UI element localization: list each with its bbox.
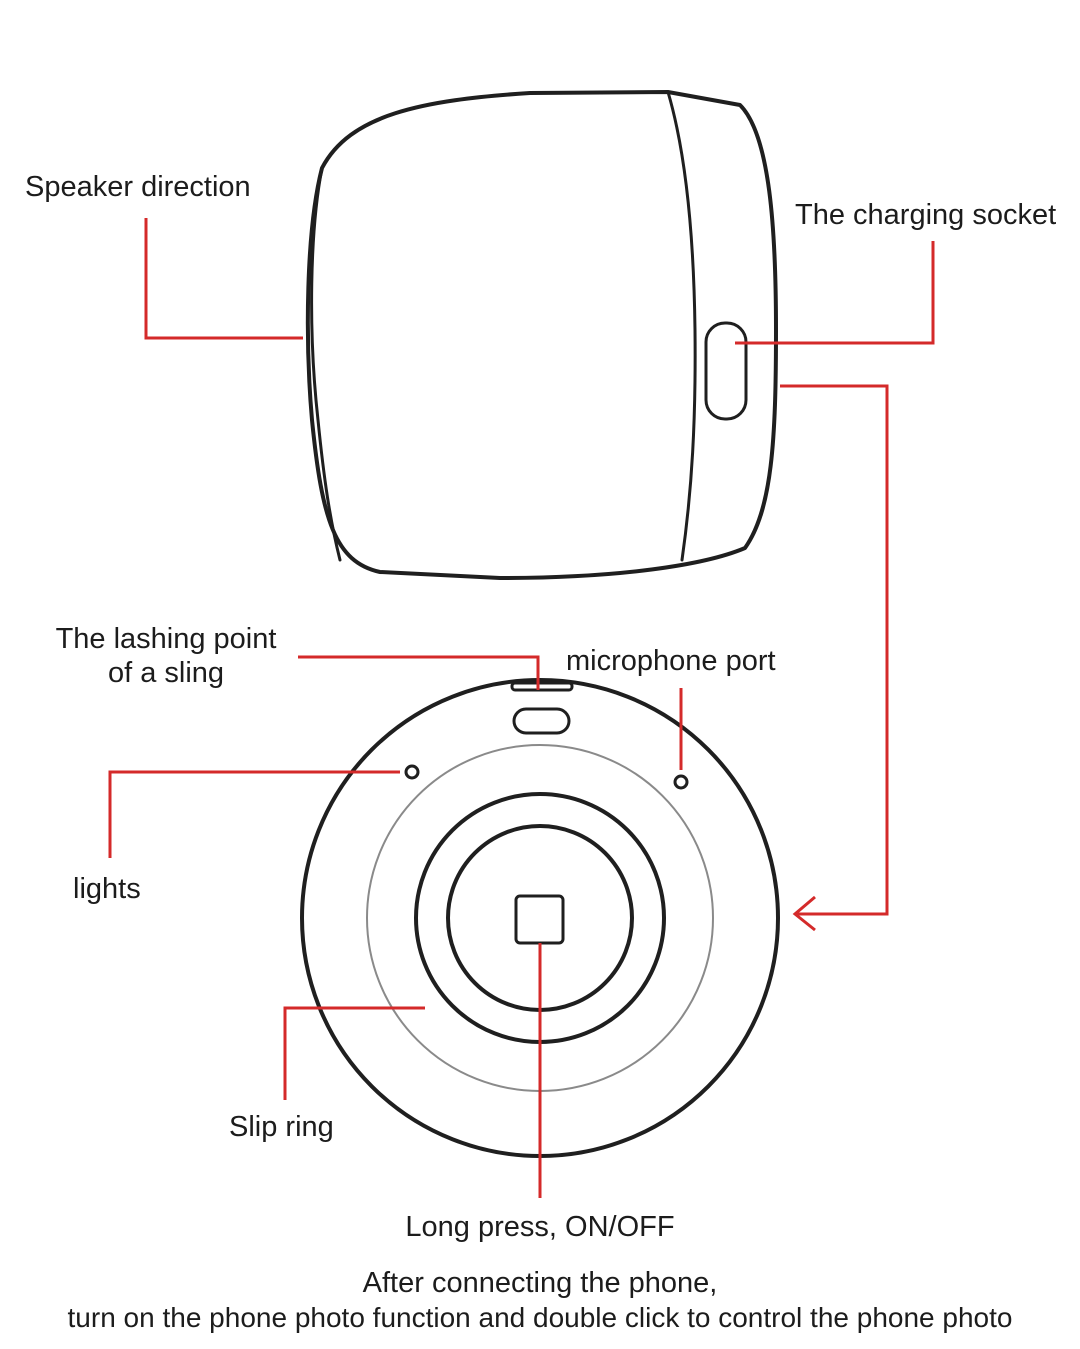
leader-slip-ring (283, 1006, 425, 1100)
power-button (514, 894, 565, 945)
leader-speaker-direction (144, 218, 303, 340)
note-line1: After connecting the phone, (362, 1267, 718, 1299)
leader-top-to-bottom-arrow (780, 384, 889, 916)
label-charging-socket: The charging socket (795, 199, 1057, 231)
speaker-band-line (666, 90, 697, 562)
charging-socket-port (704, 321, 748, 421)
light-indicator (404, 764, 420, 780)
leader-lashing-point (298, 655, 540, 690)
label-lights: lights (73, 873, 141, 905)
sling-lashing-top-bar (510, 681, 574, 692)
microphone-port-hole (673, 774, 689, 790)
arrowhead (792, 895, 816, 932)
label-speaker-direction: Speaker direction (25, 171, 251, 203)
label-lashing-point: The lashing point of a sling (46, 622, 286, 690)
label-power-button: Long press, ON/OFF (405, 1211, 675, 1243)
leader-lines (108, 218, 935, 1198)
speaker-grille-edge (310, 166, 342, 562)
label-microphone-port: microphone port (566, 645, 776, 677)
leader-lights (108, 770, 400, 858)
note-line2: turn on the phone photo function and dou… (67, 1302, 1013, 1333)
label-lashing-point-line2: of a sling (107, 657, 225, 689)
speaker-body-side-view (305, 90, 778, 580)
speaker-body-outline (305, 90, 778, 580)
sling-lashing-slot (512, 707, 571, 735)
label-slip-ring: Slip ring (229, 1111, 334, 1143)
leader-charging-socket (735, 241, 935, 345)
label-lashing-point-line1: The lashing point (55, 623, 277, 655)
